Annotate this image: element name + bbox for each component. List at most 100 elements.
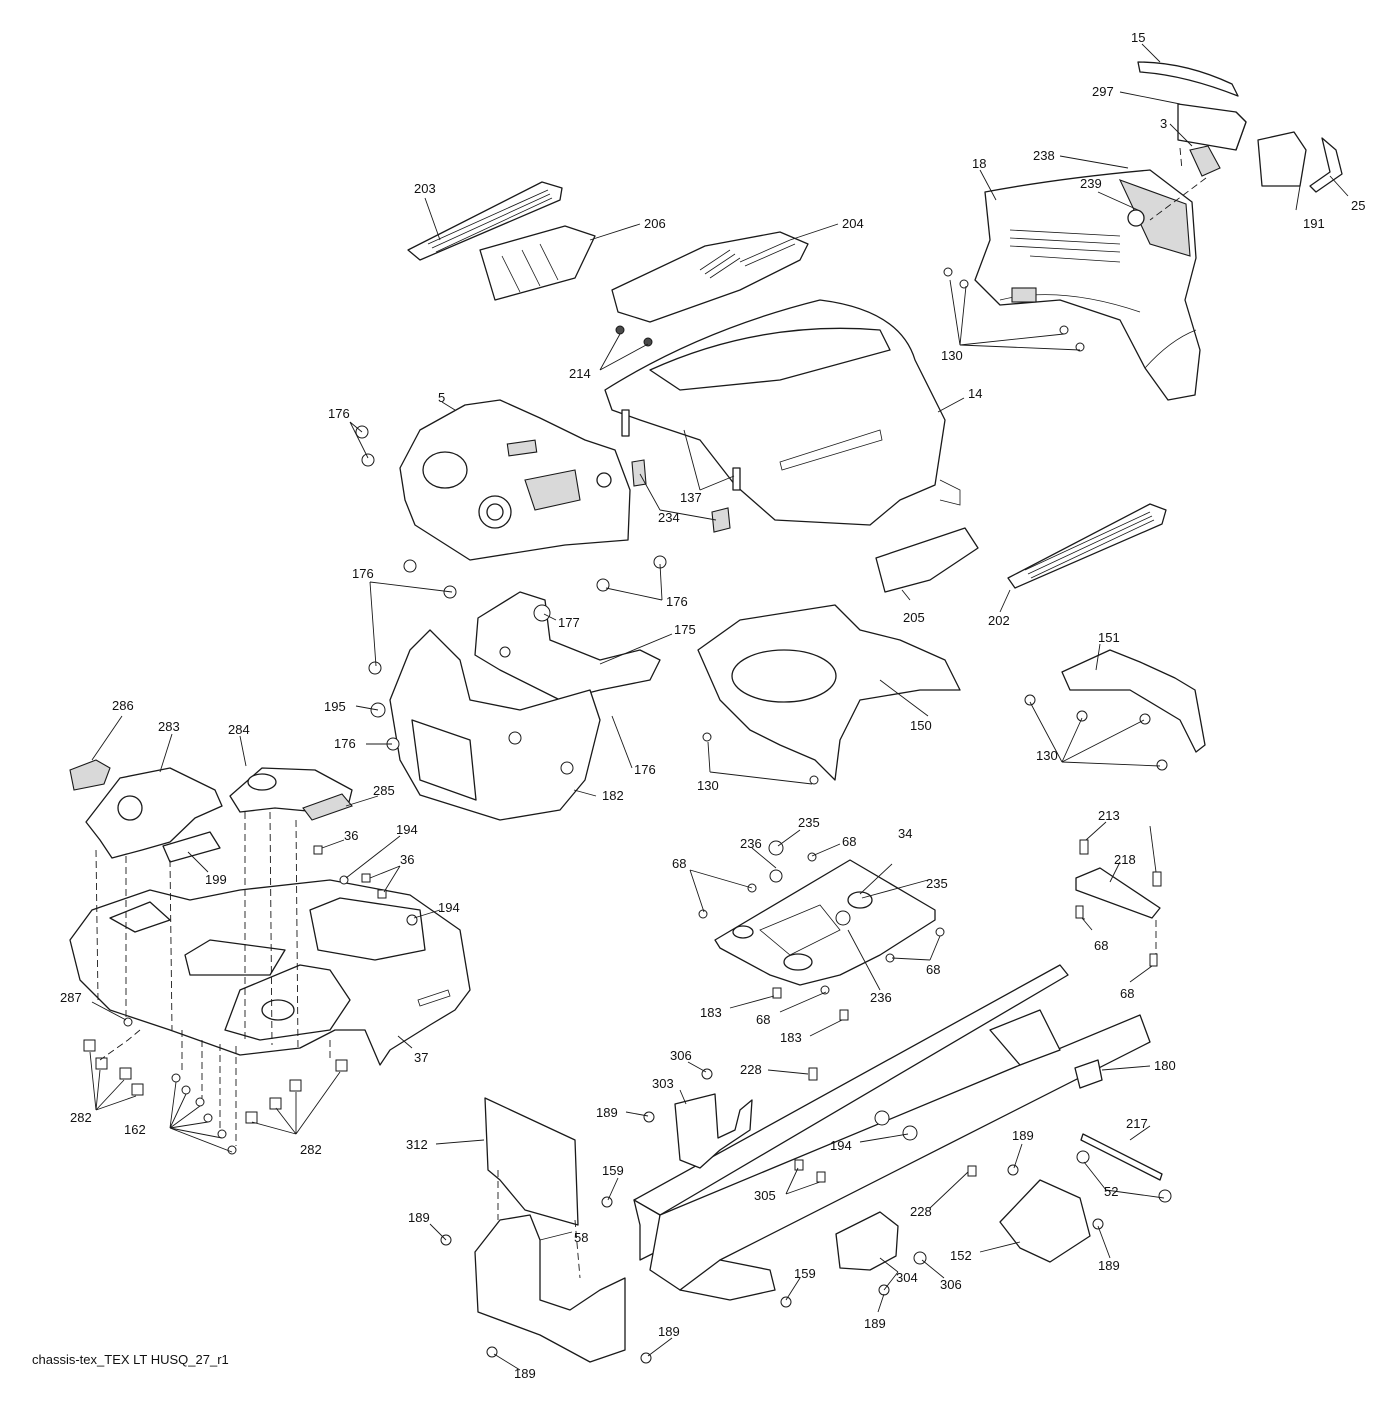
callout-68-a: 68	[842, 834, 856, 849]
callout-286: 286	[112, 698, 134, 713]
callout-36-b: 36	[400, 852, 414, 867]
callout-176-a: 176	[328, 406, 350, 421]
callout-236-b: 236	[870, 990, 892, 1005]
callout-282-a: 282	[70, 1110, 92, 1125]
part-18-front-nose	[974, 169, 1201, 401]
callout-5: 5	[438, 390, 445, 405]
callout-205: 205	[903, 610, 925, 625]
callout-176-d: 176	[334, 736, 356, 751]
part-drawings	[69, 61, 1343, 1364]
callout-25: 25	[1351, 198, 1365, 213]
callout-182: 182	[602, 788, 624, 803]
callout-189-b: 189	[1012, 1128, 1034, 1143]
callout-306-a: 306	[670, 1048, 692, 1063]
part-204-hood-top	[611, 231, 809, 323]
callout-36-a: 36	[344, 828, 358, 843]
callout-68-f: 68	[1120, 986, 1134, 1001]
callout-15: 15	[1131, 30, 1145, 45]
leader-lines	[89, 43, 1349, 1371]
callout-175: 175	[674, 622, 696, 637]
callout-194-b: 194	[438, 900, 460, 915]
callout-183-a: 183	[700, 1005, 722, 1020]
callout-18: 18	[972, 156, 986, 171]
part-202-side-vent	[1007, 503, 1167, 589]
part-151-bracket	[1061, 649, 1206, 753]
part-206-cover	[479, 225, 596, 301]
callout-159-a: 159	[602, 1163, 624, 1178]
callout-191: 191	[1303, 216, 1325, 231]
part-175-bracket	[474, 591, 661, 701]
callout-14: 14	[968, 386, 982, 401]
callout-189-e: 189	[864, 1316, 886, 1331]
callout-68-d: 68	[756, 1012, 770, 1027]
part-14-hood	[604, 299, 961, 526]
callout-304: 304	[896, 1270, 918, 1285]
part-285-pad	[302, 793, 353, 821]
callout-312: 312	[406, 1137, 428, 1152]
part-199-pad	[162, 831, 221, 863]
part-5-dash-panel	[399, 399, 631, 561]
callout-183-b: 183	[780, 1030, 802, 1045]
part-180-frame	[633, 964, 1151, 1301]
callout-130-right: 130	[1036, 748, 1058, 763]
callout-162: 162	[124, 1122, 146, 1137]
part-25-bracket	[1309, 137, 1343, 193]
callout-303: 303	[652, 1076, 674, 1091]
callout-234: 234	[658, 510, 680, 525]
part-205-step	[875, 527, 979, 593]
callout-130-mid: 130	[697, 778, 719, 793]
callout-152: 152	[950, 1248, 972, 1263]
callout-189-a: 189	[596, 1105, 618, 1120]
callout-194-a: 194	[396, 822, 418, 837]
callout-195: 195	[324, 699, 346, 714]
callout-137: 137	[680, 490, 702, 505]
callout-68-b: 68	[672, 856, 686, 871]
part-15-strip	[1137, 61, 1239, 97]
callout-199: 199	[205, 872, 227, 887]
callout-202: 202	[988, 613, 1010, 628]
callout-176-e: 176	[634, 762, 656, 777]
callout-176-c: 176	[666, 594, 688, 609]
callout-204: 204	[842, 216, 864, 231]
callout-180: 180	[1154, 1058, 1176, 1073]
callout-159-b: 159	[794, 1266, 816, 1281]
callout-206: 206	[644, 216, 666, 231]
callout-3: 3	[1160, 116, 1167, 131]
callout-306-b: 306	[940, 1277, 962, 1292]
part-191-pad	[1257, 131, 1307, 187]
part-152-bracket	[999, 1179, 1091, 1263]
callout-214: 214	[569, 366, 591, 381]
callout-217: 217	[1126, 1116, 1148, 1131]
callout-287: 287	[60, 990, 82, 1005]
callout-189-c: 189	[408, 1210, 430, 1225]
callout-189-f: 189	[658, 1324, 680, 1339]
callout-305: 305	[754, 1188, 776, 1203]
part-217-rod	[1080, 1133, 1163, 1181]
callout-52: 52	[1104, 1184, 1118, 1199]
part-303-bracket	[674, 1093, 753, 1169]
callout-235-b: 235	[926, 876, 948, 891]
callout-213: 213	[1098, 808, 1120, 823]
callout-68-e: 68	[1094, 938, 1108, 953]
part-150-fender-pan	[697, 604, 961, 781]
part-312-cover	[484, 1097, 579, 1226]
callout-235-a: 235	[798, 815, 820, 830]
part-297-pad	[1177, 103, 1247, 151]
part-3-badge	[1189, 145, 1221, 177]
part-304-bracket	[835, 1211, 899, 1271]
callout-177: 177	[558, 615, 580, 630]
callout-283: 283	[158, 719, 180, 734]
callout-130-top: 130	[941, 348, 963, 363]
callout-228-a: 228	[740, 1062, 762, 1077]
part-218-bracket	[1075, 867, 1161, 919]
callout-151: 151	[1098, 630, 1120, 645]
callout-228-b: 228	[910, 1204, 932, 1219]
callout-282-b: 282	[300, 1142, 322, 1157]
callout-68-c: 68	[926, 962, 940, 977]
callout-284: 284	[228, 722, 250, 737]
diagram-reference-label: chassis-tex_TEX LT HUSQ_27_r1	[32, 1352, 229, 1367]
callout-239: 239	[1080, 176, 1102, 191]
part-203-side-vent	[407, 181, 563, 261]
part-182-lower-dash	[389, 629, 601, 821]
